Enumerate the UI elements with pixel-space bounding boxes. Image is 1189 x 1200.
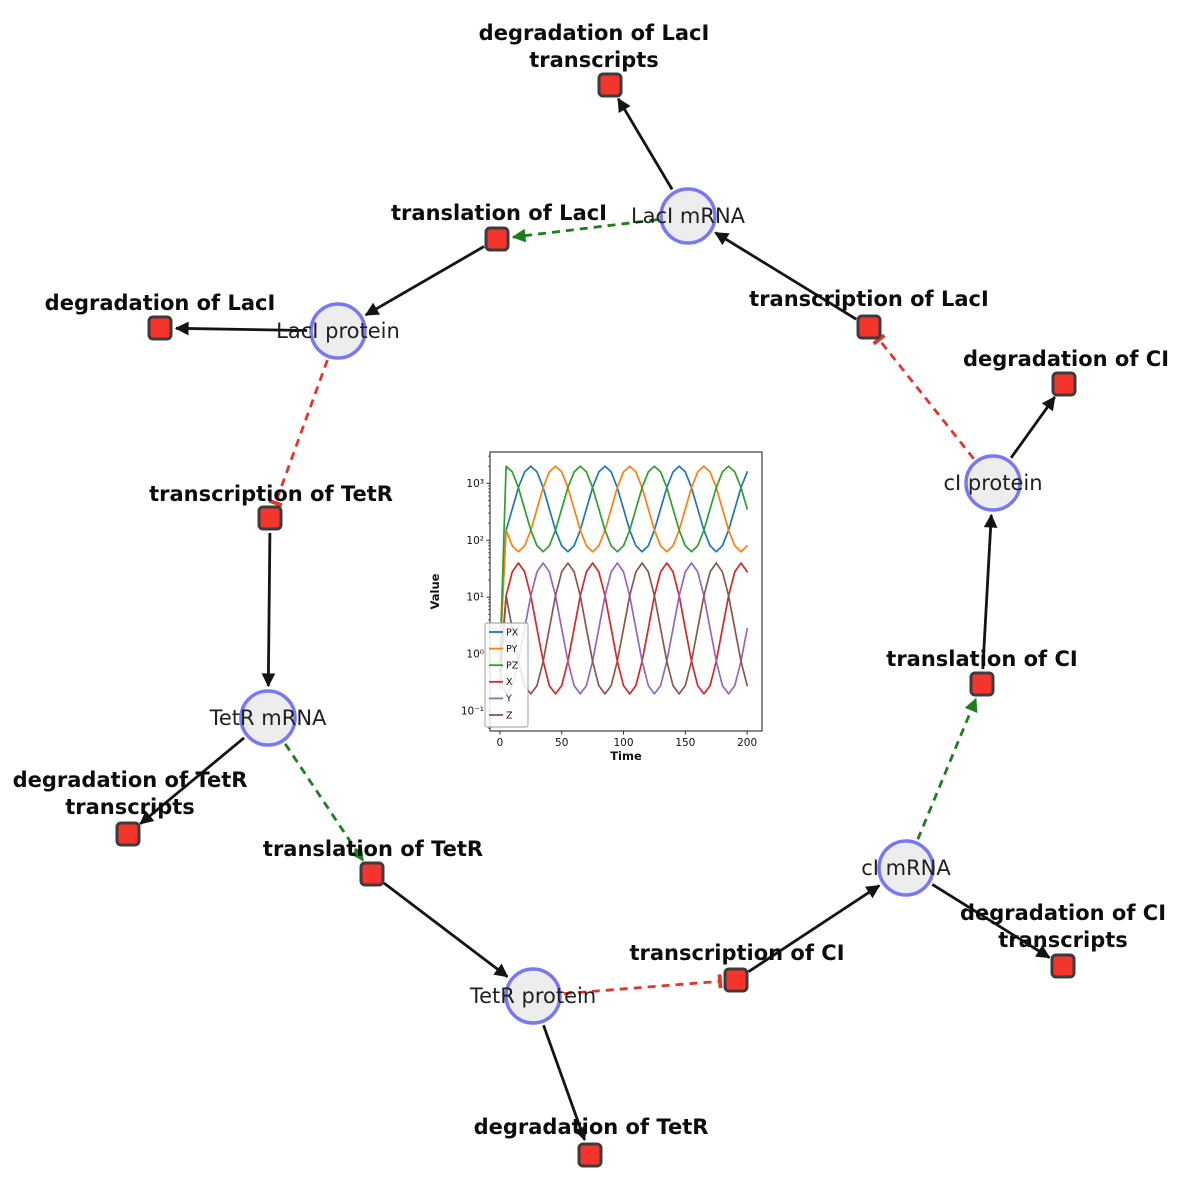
- reaction-label-deg_tetr_tr: transcripts: [65, 795, 195, 819]
- series-line-Z: [499, 562, 749, 695]
- edge-consumption-tetr_protein-deg_tetr: [542, 1024, 587, 1141]
- reaction-node-transl_tetr: [359, 861, 385, 887]
- y-tick-label: 10²: [466, 535, 484, 547]
- legend-item-PX: PX: [506, 627, 519, 638]
- species-label-tetr_protein: TetR protein: [469, 984, 596, 1008]
- species-label-laci_mrna: LacI mRNA: [631, 204, 746, 228]
- reaction-node-deg_tetr_tr: [115, 821, 141, 847]
- edge-production-transc_laci-laci_mrna: [714, 231, 857, 321]
- legend-item-X: X: [506, 677, 513, 688]
- chart-plot-area: [489, 451, 763, 732]
- edge-consumption-ci_protein-deg_ci: [1009, 396, 1056, 459]
- edge-inhibition-laci_protein-transc_tetr: [268, 359, 329, 508]
- reaction-label-transl_tetr: translation of TetR: [263, 837, 483, 861]
- x-tick-label: 50: [555, 737, 568, 749]
- x-tick-label: 100: [614, 737, 634, 749]
- species-label-ci_protein: cI protein: [943, 471, 1042, 495]
- chart-legend: PX PY PZ XYZ: [484, 622, 529, 728]
- edge-production-transl_laci-laci_protein: [364, 245, 485, 317]
- legend-item-PY: PY: [506, 644, 518, 655]
- reaction-node-transl_ci: [969, 671, 995, 697]
- species-node-laci_mrna: [659, 187, 717, 245]
- species-node-laci_protein: [309, 302, 367, 360]
- reaction-label-deg_ci_tr: transcripts: [998, 928, 1128, 952]
- edge-production-transc_ci-ci_mrna: [747, 884, 881, 973]
- reaction-label-transc_tetr: transcription of TetR: [149, 482, 393, 506]
- reaction-label-transl_laci: translation of LacI: [391, 201, 607, 225]
- edge-inhibition-ci_protein-transc_laci: [872, 333, 975, 460]
- species-label-laci_protein: LacI protein: [276, 319, 400, 343]
- reaction-node-transc_laci: [856, 314, 882, 340]
- reaction-node-deg_ci: [1051, 371, 1077, 397]
- species-label-ci_mrna: cI mRNA: [861, 856, 951, 880]
- edge-consumption-tetr_mrna-deg_tetr_tr: [139, 736, 245, 825]
- edge-production-transl_tetr-tetr_protein: [383, 881, 509, 978]
- series-line-PY: [499, 465, 749, 658]
- reaction-label-deg_tetr: degradation of TetR: [474, 1115, 709, 1139]
- reaction-label-deg_ci_tr: degradation of CI: [960, 901, 1166, 925]
- y-tick-label: 10¹: [466, 592, 484, 604]
- y-tick-label: 10⁻¹: [461, 706, 484, 718]
- reaction-node-deg_laci: [147, 315, 173, 341]
- y-tick-label: 10⁰: [466, 649, 484, 661]
- reaction-node-transl_laci: [484, 226, 510, 252]
- x-tick-label: 150: [675, 737, 695, 749]
- reaction-label-deg_ci: degradation of CI: [963, 347, 1169, 371]
- species-label-tetr_mrna: TetR mRNA: [209, 706, 327, 730]
- species-node-ci_mrna: [877, 839, 935, 897]
- edge-inhibition-tetr_protein-transc_ci: [563, 974, 723, 995]
- reaction-label-deg_laci: degradation of LacI: [45, 291, 276, 315]
- series-line-Y: [499, 562, 749, 695]
- edge-production-transc_tetr-tetr_mrna: [261, 532, 276, 688]
- legend-item-Z: Z: [506, 710, 513, 721]
- series-line-X: [499, 562, 749, 695]
- edge-modifier-tetr_mrna-transl_tetr: [284, 743, 365, 862]
- x-tick-label: 0: [497, 737, 504, 749]
- reaction-label-deg_laci_tr: transcripts: [529, 48, 659, 72]
- reaction-label-deg_tetr_tr: degradation of TetR: [13, 768, 248, 792]
- reaction-node-deg_tetr: [577, 1142, 603, 1168]
- reaction-node-deg_ci_tr: [1050, 953, 1076, 979]
- y-tick-label: 10³: [466, 478, 484, 490]
- edge-consumption-laci_mrna-deg_laci_tr: [616, 97, 674, 191]
- edge-consumption-ci_mrna-deg_ci_tr: [931, 883, 1051, 959]
- reaction-node-deg_laci_tr: [597, 72, 623, 98]
- reaction-label-deg_laci_tr: degradation of LacI: [479, 21, 710, 45]
- edge-production-transl_ci-ci_protein: [981, 513, 998, 670]
- species-node-tetr_mrna: [239, 689, 297, 747]
- reaction-node-transc_ci: [723, 967, 749, 993]
- species-node-tetr_protein: [504, 967, 562, 1025]
- reaction-label-transl_ci: translation of CI: [886, 647, 1077, 671]
- y-axis-label: Value: [428, 573, 442, 609]
- reaction-label-transc_ci: transcription of CI: [629, 941, 844, 965]
- series-line-PX: [499, 465, 749, 651]
- series-line-PZ: [499, 465, 749, 664]
- edge-modifier-ci_mrna-transl_ci: [916, 697, 978, 840]
- reaction-label-transc_laci: transcription of LacI: [749, 287, 989, 311]
- legend-item-Y: Y: [505, 694, 512, 705]
- x-tick-label: 200: [737, 737, 757, 749]
- legend-item-PZ: PZ: [506, 661, 519, 672]
- reaction-node-transc_tetr: [257, 505, 283, 531]
- edge-consumption-laci_protein-deg_laci: [174, 321, 308, 336]
- x-axis-label: Time: [610, 749, 642, 763]
- edge-modifier-laci_mrna-transl_laci: [511, 218, 658, 243]
- species-node-ci_protein: [964, 454, 1022, 512]
